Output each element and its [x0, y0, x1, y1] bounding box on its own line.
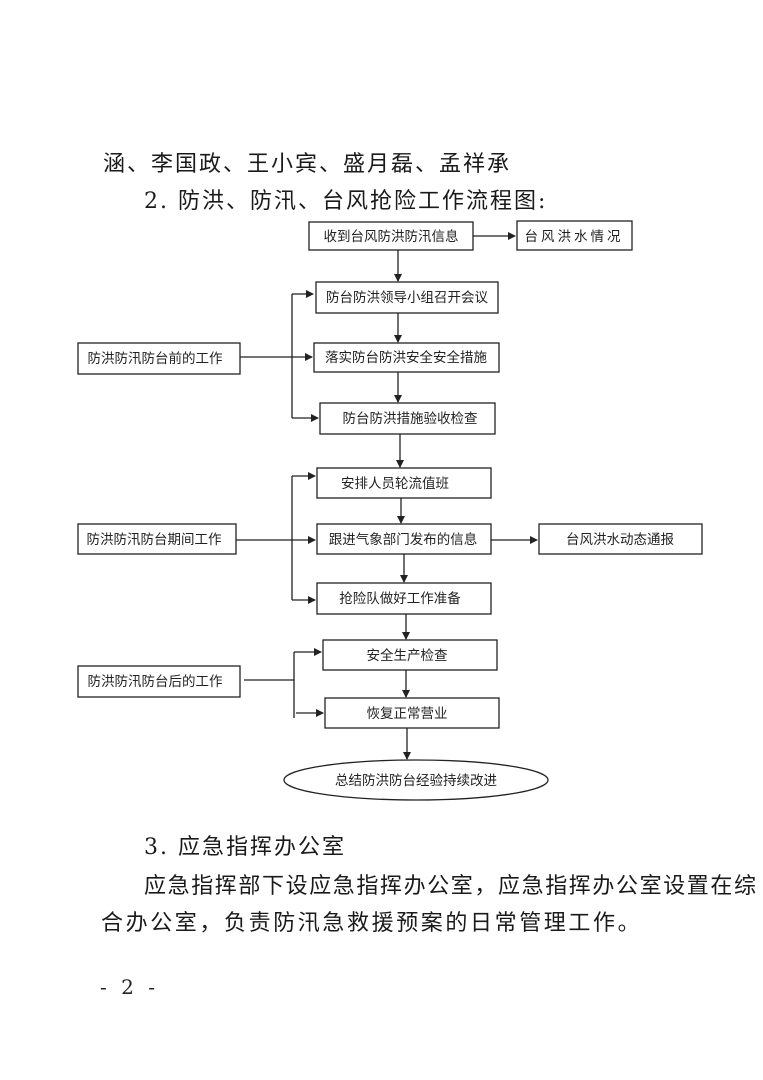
node-label: 抢险队做好工作准备: [339, 590, 461, 607]
node-typhoon-situation: 台风洪水情况: [516, 220, 633, 251]
node-label: 安排人员轮流值班: [341, 476, 449, 492]
node-follow-weather: 跟进气象部门发布的信息: [316, 523, 492, 555]
node-resume-business: 恢复正常营业: [324, 697, 500, 729]
node-label: 收到台风防洪防汛信息: [324, 228, 459, 245]
section-3-paragraph-line-1: 应急指挥部下设应急指挥办公室，应急指挥办公室设置在综: [144, 874, 758, 899]
node-label: 防洪防汛防台期间工作: [87, 532, 222, 548]
node-leadership-meeting: 防台防洪领导小组召开会议: [315, 281, 499, 314]
section-2-heading: 2. 防洪、防汛、台风抢险工作流程图:: [144, 189, 548, 214]
node-before-work: 防洪防汛防台前的工作: [77, 342, 241, 375]
node-implement-measures: 落实防台防洪安全安全措施: [313, 342, 500, 373]
node-during-work: 防洪防汛防台期间工作: [77, 523, 237, 555]
node-label: 台风洪水情况: [525, 229, 624, 245]
node-rescue-prep: 抢险队做好工作准备: [316, 582, 492, 615]
node-inspect-measures: 防台防洪措施验收检查: [319, 402, 496, 435]
node-receive-info: 收到台风防洪防汛信息: [308, 221, 474, 251]
node-label: 总结防洪防台经验持续改进: [335, 773, 497, 789]
node-dynamic-report: 台风洪水动态通报: [538, 523, 703, 555]
node-summary: 总结防洪防台经验持续改进: [283, 759, 549, 801]
section-3-heading: 3. 应急指挥办公室: [144, 835, 346, 860]
node-label: 落实防台防洪安全安全措施: [325, 349, 487, 366]
node-label: 防台防洪领导小组召开会议: [326, 290, 488, 306]
node-label: 跟进气象部门发布的信息: [329, 531, 478, 548]
names-line: 涵、李国政、王小宾、盛月磊、孟祥承: [103, 152, 512, 177]
section-3-paragraph-line-2: 合办公室，负责防汛急救援预案的日常管理工作。: [101, 911, 643, 936]
node-label: 防台防洪措施验收检查: [343, 411, 478, 427]
node-label: 防洪防汛防台后的工作: [88, 674, 223, 690]
node-label: 安全生产检查: [367, 647, 448, 664]
node-label: 恢复正常营业: [367, 705, 448, 722]
node-label: 防洪防汛防台前的工作: [88, 350, 223, 367]
connectors: [235, 232, 538, 760]
node-safety-check: 安全生产检查: [322, 639, 498, 671]
node-arrange-shifts: 安排人员轮流值班: [316, 467, 492, 499]
page-number: - 2 -: [100, 975, 159, 999]
node-label: 台风洪水动态通报: [566, 532, 674, 548]
node-after-work: 防洪防汛防台后的工作: [77, 665, 241, 698]
